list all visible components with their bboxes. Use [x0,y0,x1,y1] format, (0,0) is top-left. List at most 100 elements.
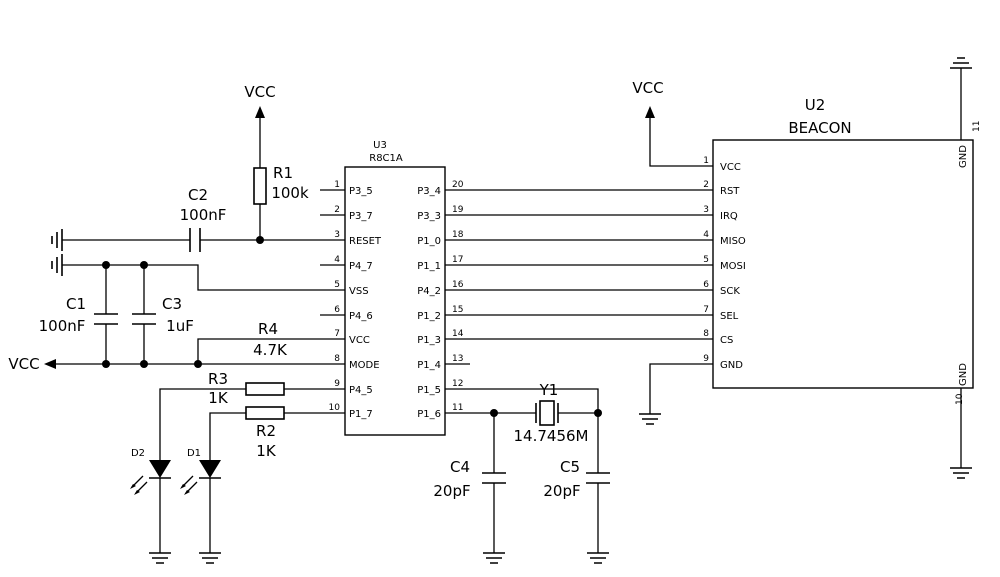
u2-pin-lines [688,165,713,365]
u2-pin9-gnd-symbol [639,413,661,425]
c5-ref: C5 [560,458,580,476]
u2-gnd-top-num: 11 [972,121,982,132]
y1-leads [535,403,559,423]
u3-pin15-num: 15 [452,305,463,315]
r4-value: 4.7K [253,341,288,359]
u3-u2-bus-wires [470,189,688,340]
r4-wire [197,338,320,364]
u2-pin3-num: 3 [703,205,709,215]
u3-pin18-name: P1_0 [417,236,441,247]
u3-pin1-num: 1 [334,180,340,190]
c1-value: 100nF [39,317,86,335]
u2-pin5-num: 5 [703,255,709,265]
u3-pin19-name: P3_3 [417,211,441,222]
u3-pin10-name: P1_7 [349,409,373,420]
u2-pin6-name: SCK [720,286,740,297]
u2-ref: U2 [805,96,826,114]
u2-gnd-top-symbol [950,57,972,69]
vss-wire [62,264,320,291]
c4-plates [482,472,506,484]
u2-pin8-name: CS [720,335,733,346]
u3-pin4-name: P4_7 [349,261,373,272]
d2-ref: D2 [131,448,145,459]
c3-value: 1uF [166,317,194,335]
c2-ref: C2 [188,186,208,204]
u3-pin12-name: P1_5 [417,385,441,396]
u2-pin4-name: MISO [720,236,746,247]
r1-ref: R1 [273,164,293,182]
u3-pin18-num: 18 [452,230,464,240]
y1-body [539,400,555,426]
c4-value: 20pF [433,482,470,500]
d2-arrowhead-icon [134,490,140,495]
d1-arrowhead-icon [184,490,190,495]
u3-pin3-name: RESET [349,236,382,247]
u2-gnd-bottom-name: GND [958,363,969,386]
p15-wire [470,388,599,413]
d2-gnd-symbol [149,552,171,564]
d2-light-arrows-icon [131,475,148,494]
u2-pin1-name: VCC [720,162,741,173]
u3-pin11-name: P1_6 [417,409,441,420]
u3-pin17-name: P1_1 [417,261,441,272]
u2-pin9-num: 9 [703,354,709,364]
u2-pin6-num: 6 [703,280,709,290]
u2-vcc-label: VCC [632,79,663,97]
c4-gnd-symbol [483,552,505,564]
d1-light-arrows-icon [181,475,198,494]
junction-dot [256,236,264,244]
c3-ref: C3 [162,295,182,313]
u3-pin13-name: P1_4 [417,360,441,371]
u3-right-pin-lines [445,189,470,414]
u3-pin14-num: 14 [452,329,464,339]
u3-pin15-name: P1_2 [417,311,441,322]
u3-pin6-name: P4_6 [349,311,373,322]
d1-arrowhead-icon [180,484,186,489]
u2-pin2-name: RST [720,186,740,197]
d2-led-icon [149,460,171,478]
u3-pin8-num: 8 [334,354,340,364]
r3-wire [159,388,320,460]
u2-vcc-arrow-icon [645,106,655,118]
u2-module: U2 BEACON 1 VCC 2 RST 3 IRQ 4 MISO 5 MOS… [688,57,982,479]
c2-plates [189,228,201,252]
u3-pin19-num: 19 [452,205,464,215]
u2-gnd-top-name: GND [958,145,969,168]
r2-wire [209,412,320,460]
y1-value: 14.7456M [514,427,589,445]
u3-pin20-num: 20 [452,180,464,190]
u2-vcc-wire [649,118,688,167]
u3-pin7-name: VCC [349,335,370,346]
u2-body [712,139,974,389]
c5-value: 20pF [543,482,580,500]
u2-pin4-num: 4 [703,230,709,240]
u3-pin2-name: P3_7 [349,211,373,222]
u3-pin3-num: 3 [334,230,340,240]
u3-pin7-num: 7 [334,329,340,339]
r4-ref: R4 [258,320,278,338]
u3-pin11-num: 11 [452,403,463,413]
d1-led-icon [199,460,221,478]
r1-body [253,167,267,205]
r2-value: 1K [256,442,277,460]
r2-ref: R2 [256,422,276,440]
d1-gnd-symbol [199,552,221,564]
u2-pin9-name: GND [720,360,743,371]
u3-pin5-num: 5 [334,280,340,290]
c2-gnd-symbol [51,229,63,251]
u2-part: BEACON [788,119,851,137]
u2-pin9-gnd-wire [649,363,688,414]
r3-ref: R3 [208,370,228,388]
u3-pin10-num: 10 [329,403,341,413]
junction-dot [140,261,148,269]
u3-pin16-name: P4_2 [417,286,441,297]
u3-pin17-num: 17 [452,255,463,265]
r3-body [245,382,285,396]
u3-part: R8C1A [369,153,403,164]
c5-plates [586,472,610,484]
u3-pin6-num: 6 [334,305,340,315]
d1-ref: D1 [187,448,201,459]
u3-pin4-num: 4 [334,255,340,265]
